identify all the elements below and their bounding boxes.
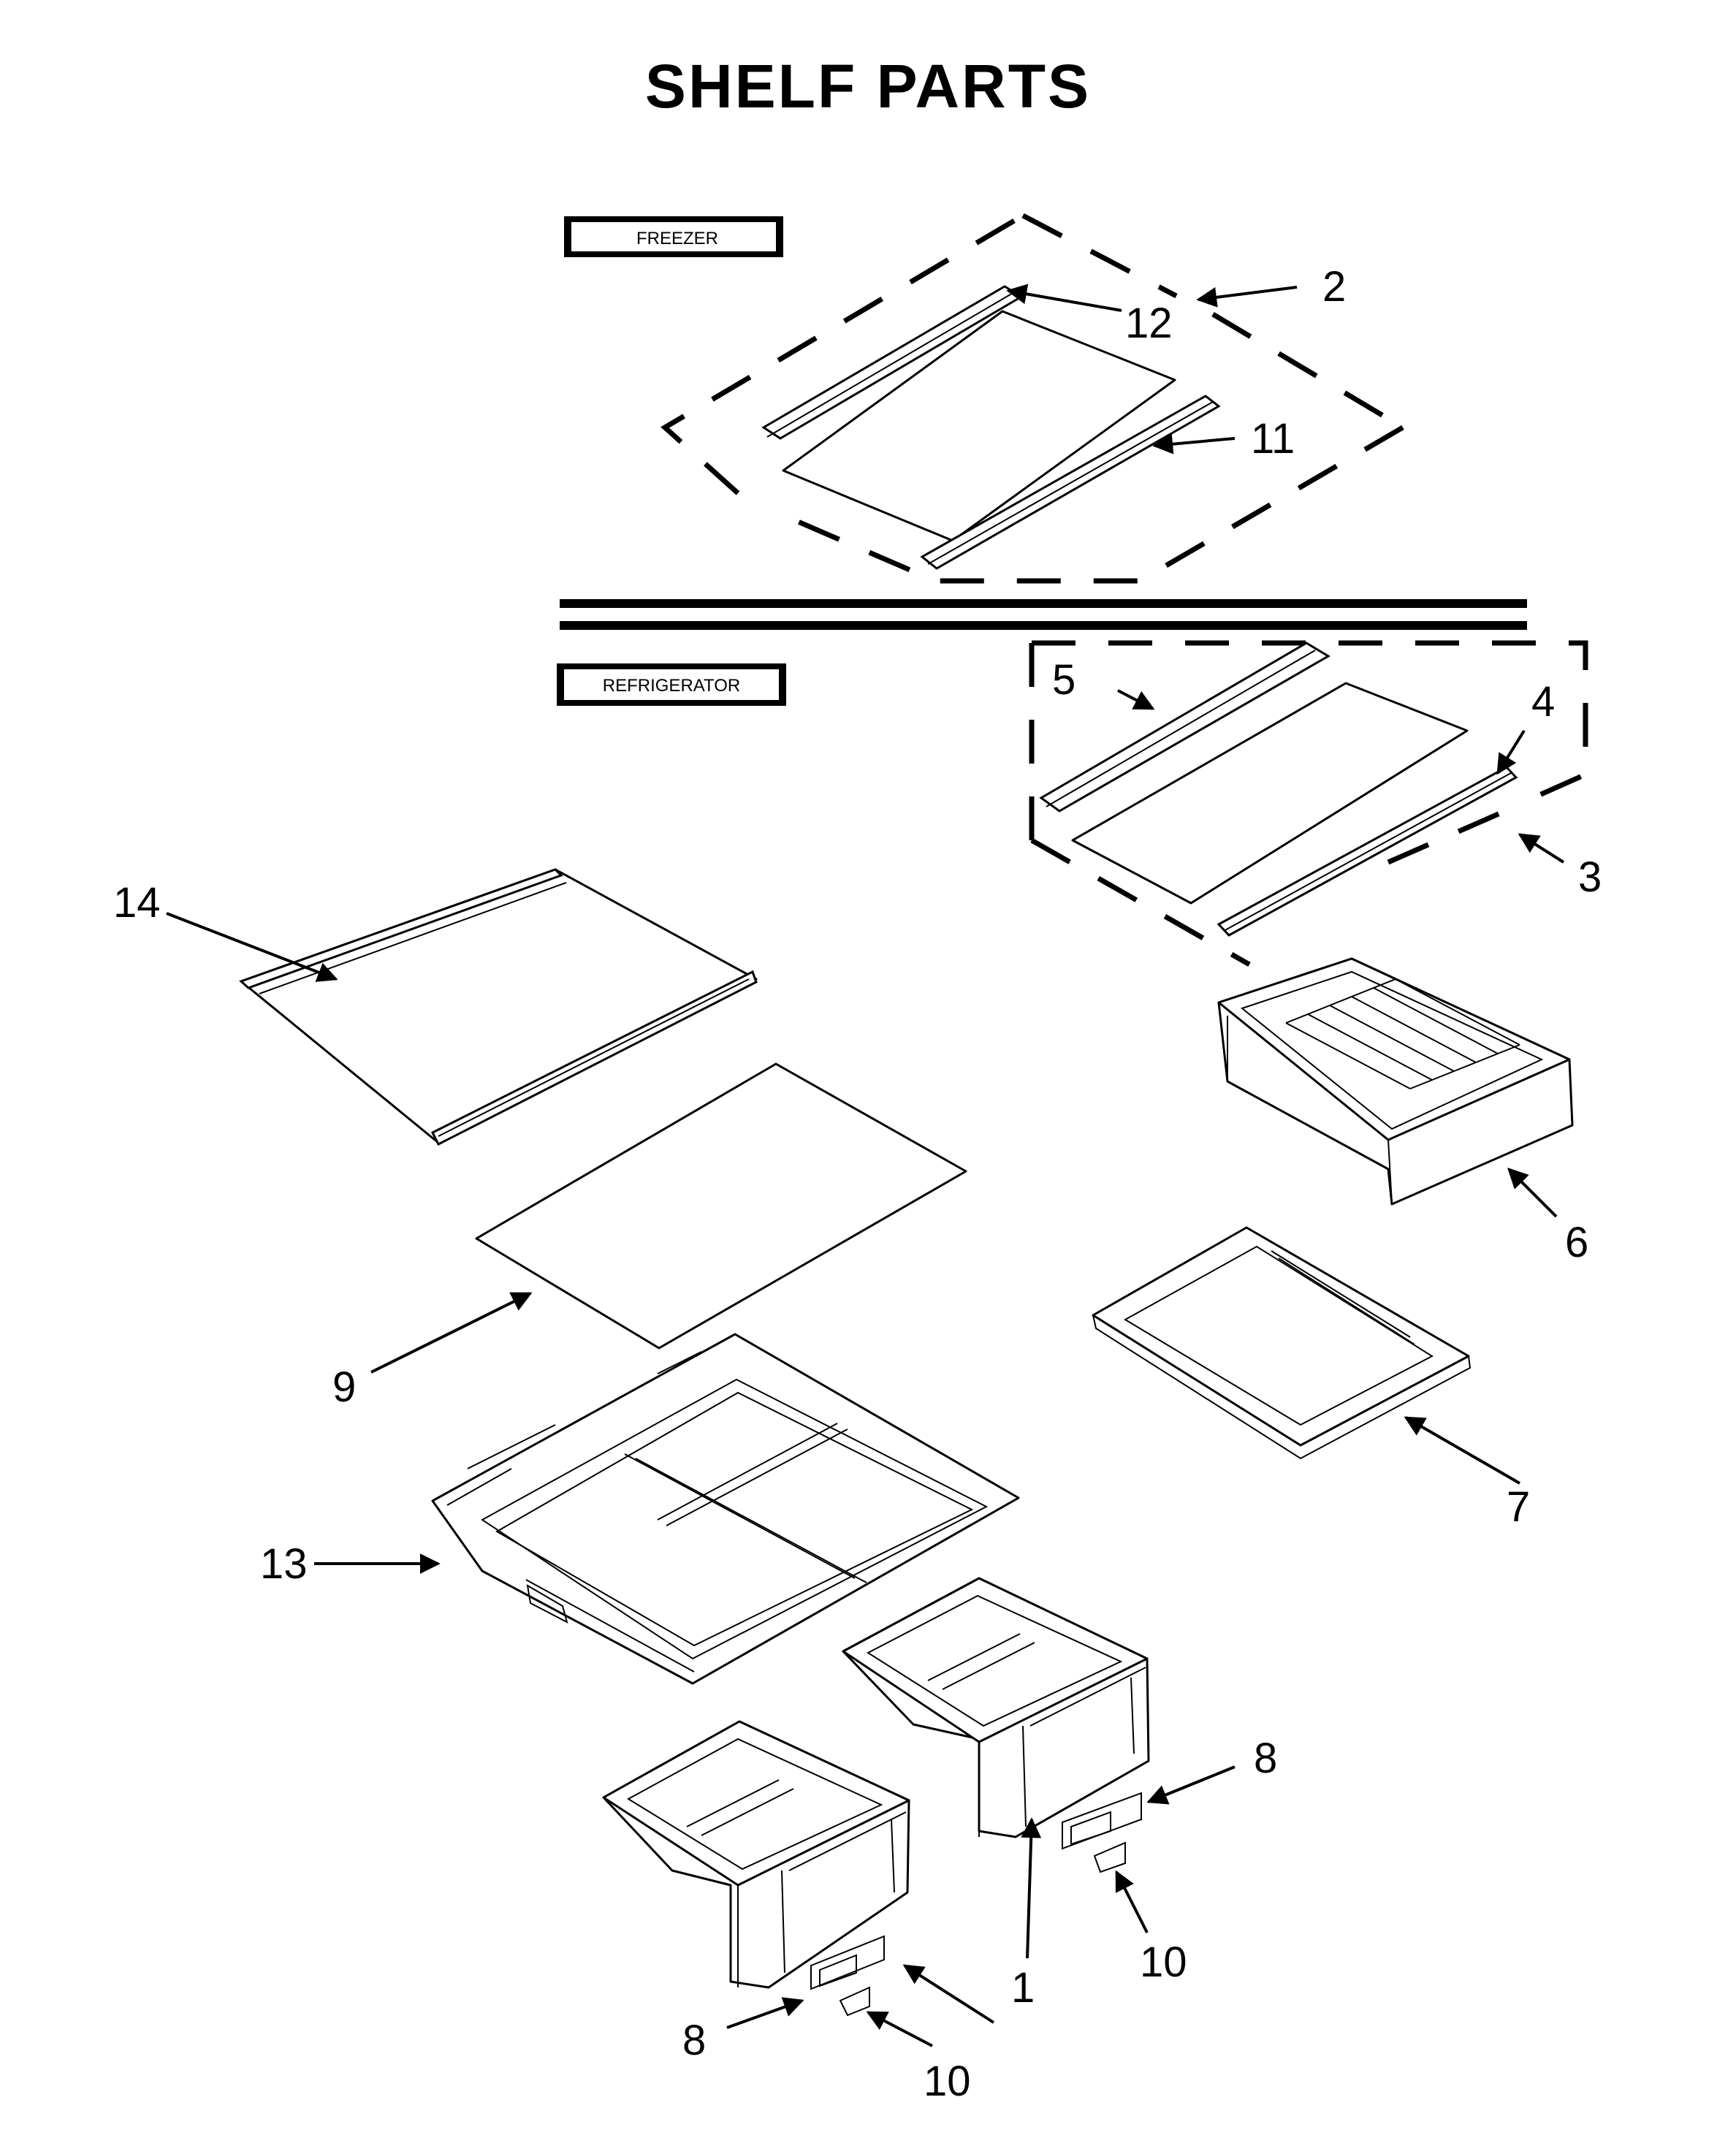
freezer-section-tag: FREEZER — [564, 216, 783, 257]
callout-1: 1 — [1011, 1964, 1035, 2012]
refrigerator-section-tag: REFRIGERATOR — [557, 663, 786, 706]
drawer-clip-left — [839, 1986, 870, 2017]
drawer-clip-right — [1093, 1841, 1126, 1873]
glass-panel — [475, 1062, 967, 1350]
meat-pan-cover — [1092, 1226, 1472, 1460]
crisper-drawer-left — [602, 1720, 910, 1989]
callout-11: 11 — [1251, 415, 1295, 463]
drawer-label-right — [1062, 1792, 1142, 1850]
callout-9: 9 — [332, 1363, 356, 1411]
page-title: SHELF PARTS — [644, 52, 1092, 121]
refrigerator-glass — [1071, 682, 1469, 905]
callout-4: 4 — [1531, 678, 1555, 726]
callout-2: 2 — [1322, 263, 1346, 311]
crisper-drawer-right — [842, 1577, 1150, 1838]
crisper-cover-frame — [431, 1333, 1020, 1685]
leader-lines — [166, 284, 1565, 2047]
drawer-label-left — [810, 1935, 885, 1990]
callout-14: 14 — [113, 879, 161, 926]
freezer-shelf-assembly — [660, 213, 1404, 584]
full-width-shelf — [239, 868, 758, 1146]
refrigerator-shelf-assembly — [1029, 640, 1588, 967]
callout-5: 5 — [1052, 656, 1076, 704]
freezer-glass — [782, 310, 1176, 542]
callout-8-right: 8 — [1254, 1735, 1277, 1782]
callout-8-left: 8 — [682, 2017, 706, 2064]
callout-13: 13 — [260, 1540, 308, 1588]
callout-10-right: 10 — [1140, 1938, 1187, 1986]
meat-pan — [1217, 957, 1574, 1206]
callout-7: 7 — [1507, 1483, 1530, 1531]
freezer-tag-text: FREEZER — [636, 229, 718, 248]
section-divider — [560, 599, 1527, 630]
callout-3: 3 — [1578, 853, 1602, 901]
callout-6: 6 — [1565, 1219, 1588, 1266]
refrigerator-tag-text: REFRIGERATOR — [603, 676, 740, 696]
callout-numbers: 2 12 11 5 4 3 14 6 9 7 13 8 10 1 8 10 — [113, 263, 1602, 2105]
callout-12: 12 — [1125, 300, 1173, 347]
callout-10-left: 10 — [924, 2058, 971, 2105]
